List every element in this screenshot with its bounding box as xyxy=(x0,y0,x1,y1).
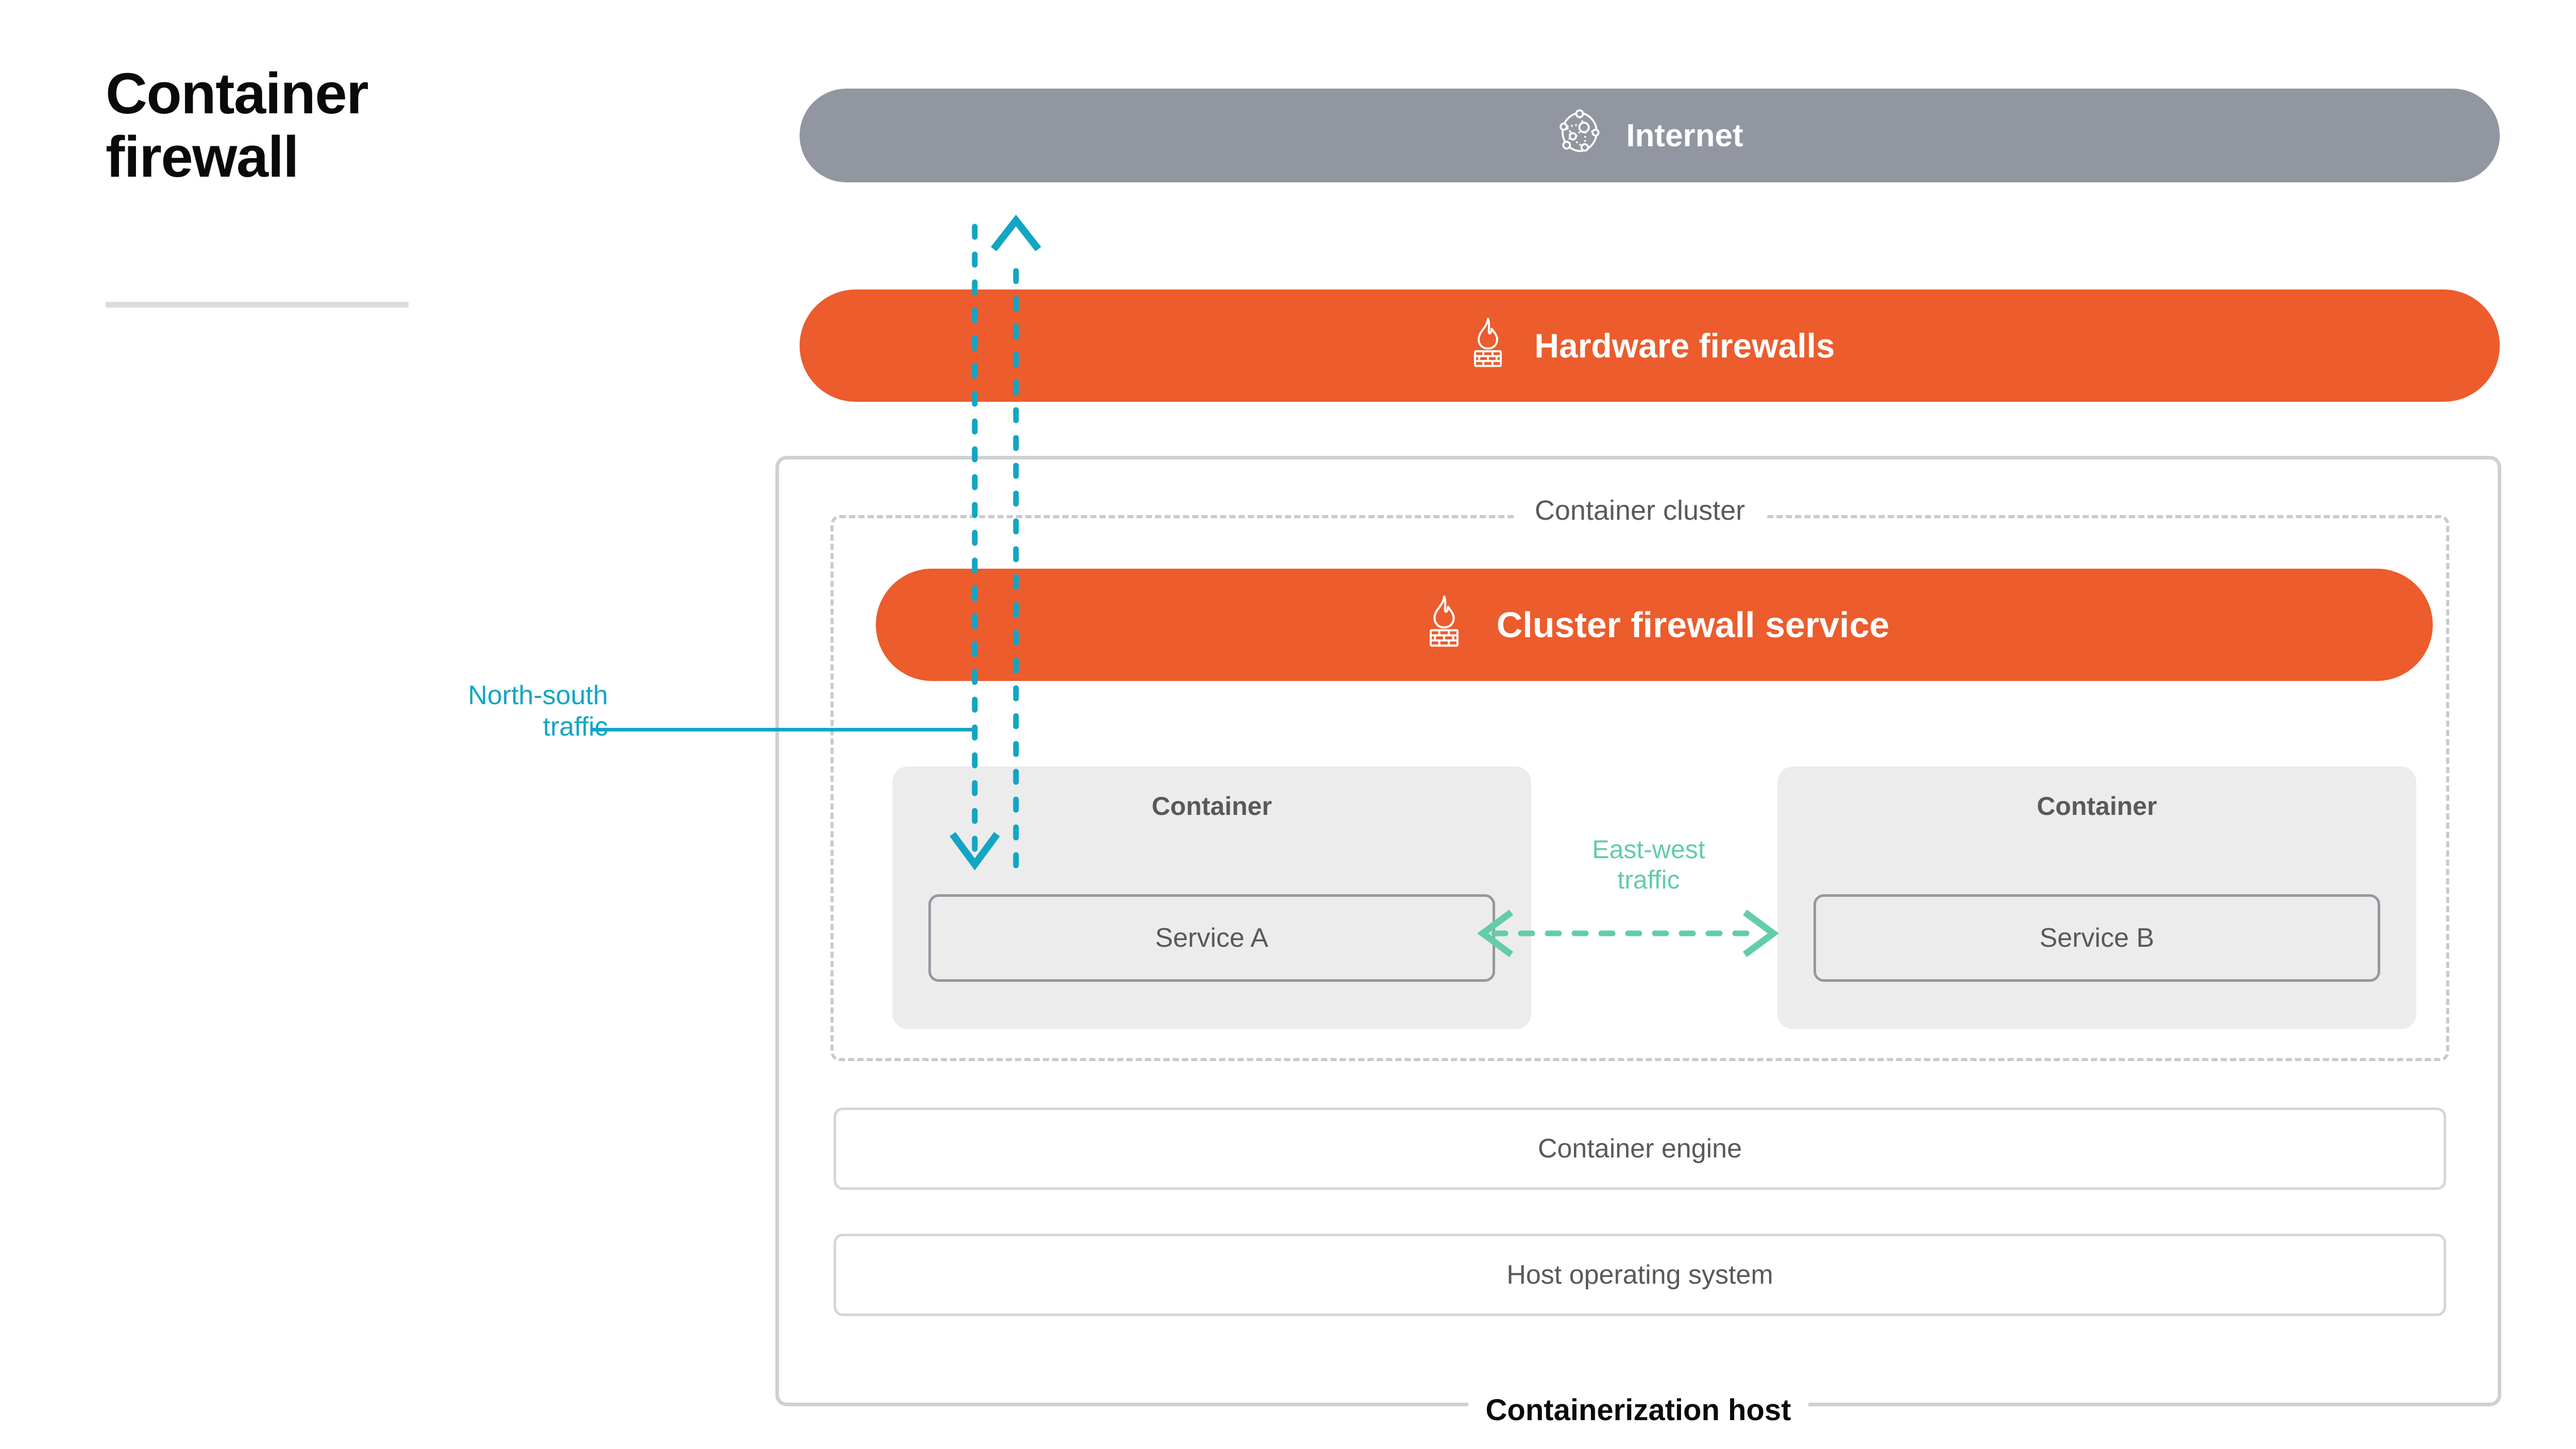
north-south-traffic-line-2: traffic xyxy=(543,712,608,742)
page-title-line-1: Container xyxy=(106,61,369,126)
container-a-title: Container xyxy=(1151,792,1272,821)
containerization-host-label: Containerization host xyxy=(779,1393,2498,1427)
east-west-traffic-label: East-west traffic xyxy=(1546,834,1752,895)
firewall-flame-icon xyxy=(1464,316,1512,376)
service-b-box: Service B xyxy=(1814,894,2380,982)
container-cluster-label: Container cluster xyxy=(834,495,2446,526)
container-b-title: Container xyxy=(2037,792,2157,821)
hardware-firewalls-label: Hardware firewalls xyxy=(1534,327,1835,365)
title-underline-rule xyxy=(106,302,409,308)
cluster-firewall-service-label: Cluster firewall service xyxy=(1496,605,1890,645)
container-engine-row: Container engine xyxy=(834,1107,2446,1190)
internet-bar: Internet xyxy=(800,89,2500,182)
container-panel-b: Container Service B xyxy=(1777,766,2416,1029)
containerization-host-box: Containerization host xyxy=(775,456,2501,1427)
east-west-traffic-line-1: East-west xyxy=(1592,835,1705,864)
page-title: Container firewall xyxy=(106,62,569,189)
internet-label: Internet xyxy=(1626,117,1743,154)
container-panel-a: Container Service A xyxy=(892,766,1531,1029)
page-title-line-2: firewall xyxy=(106,125,299,190)
north-south-down-arrow xyxy=(950,224,1000,871)
cluster-firewall-service-bar: Cluster firewall service xyxy=(876,569,2433,681)
host-operating-system-row: Host operating system xyxy=(834,1234,2446,1316)
east-west-arrow xyxy=(1477,909,1779,958)
north-south-leader-line xyxy=(592,728,973,731)
north-south-traffic-label: North-south traffic xyxy=(319,680,608,743)
hardware-firewalls-bar: Hardware firewalls xyxy=(800,289,2500,402)
firewall-flame-icon xyxy=(1419,594,1469,656)
north-south-traffic-line-1: North-south xyxy=(468,680,608,710)
north-south-up-arrow xyxy=(991,214,1041,868)
east-west-traffic-line-2: traffic xyxy=(1617,865,1680,894)
container-cluster-box: Container cluster xyxy=(831,495,2449,1061)
network-globe-icon xyxy=(1556,108,1603,163)
